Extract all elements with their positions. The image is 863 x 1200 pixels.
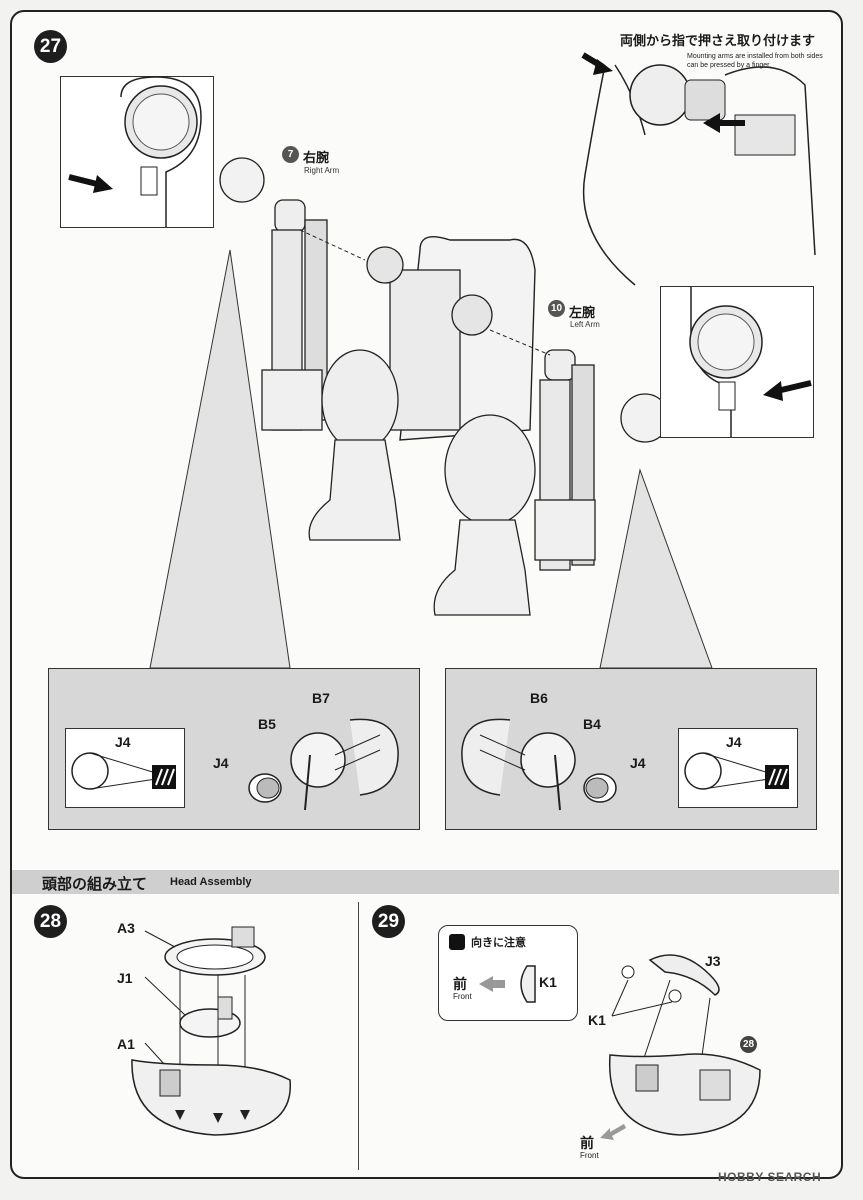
section-title-en: Head Assembly [170,876,252,888]
step-divider [358,902,359,1170]
part-badge-left-arm: 10 [548,300,565,317]
left-arm-label-jp: 左腕 [569,305,596,320]
part-badge-right-arm: 7 [282,146,299,163]
j4-gate-diagram-left [71,752,176,790]
head-top-assembly-drawing [608,954,761,1136]
detail-box-right-shoulder [60,76,214,228]
ref-step-28-badge: 28 [740,1036,757,1053]
right-arm-label-jp: 右腕 [303,150,330,165]
label-j3: J3 [705,953,721,969]
watermark: HOBBY SEARCH [718,1170,822,1184]
robot-body-assembly-drawing [219,157,670,616]
label-b4: B4 [583,716,601,732]
label-a1: A1 [117,1036,135,1052]
label-b6: B6 [530,690,548,706]
label-b5: B5 [258,716,276,732]
instruction-en: Mounting arms are installed from both si… [687,53,823,69]
step-29-badge: 29 [372,905,405,938]
section-header-bar: 頭部の組み立て Head Assembly [12,870,839,894]
instruction-jp: 両側から指で押さえ取り付けます [620,33,816,48]
label-b7: B7 [312,690,330,706]
label-a3: A3 [117,920,135,936]
j4-gate-box-left [65,728,185,808]
section-title-jp: 頭部の組み立て [42,876,148,893]
orientation-caution-box: 向きに注意 前 Front K1 [438,925,578,1021]
head-base-assembly-drawing [131,926,291,1136]
label-j4-part-left: J4 [213,755,229,771]
j4-gate-box-right [678,728,798,808]
front-label-jp-bottom: 前 [580,1135,594,1151]
front-arrow-icon [600,1124,626,1140]
step-28-badge: 28 [34,905,67,938]
shoulder-parts-exploded-left [248,718,399,811]
shoulder-parts-exploded-right [461,718,617,811]
label-k1: K1 [588,1012,606,1028]
front-label-en-bottom: Front [580,1151,599,1160]
shoulder-detail-drawing [68,76,202,227]
k1-orientation-diagram [479,965,536,1003]
right-arm-label-en: Right Arm [304,166,340,175]
finger-press-illustration [581,52,816,286]
front-label-en: Front [453,992,472,1001]
left-shoulder-detail-drawing [689,287,812,437]
detail-box-left-shoulder [660,286,814,438]
callout-lines [149,249,713,669]
label-j4-part-right: J4 [630,755,646,771]
front-label-jp: 前 [453,976,467,992]
step-27-badge: 27 [34,30,67,63]
label-j4-gate-right: J4 [726,734,742,750]
label-j1: J1 [117,970,133,986]
k1-label-box: K1 [539,974,557,990]
j4-gate-diagram-right [684,752,789,790]
left-arm-label-en: Left Arm [570,320,600,329]
caution-text-jp: 向きに注意 [471,937,526,949]
caution-icon [449,934,465,950]
label-j4-gate-left: J4 [115,734,131,750]
